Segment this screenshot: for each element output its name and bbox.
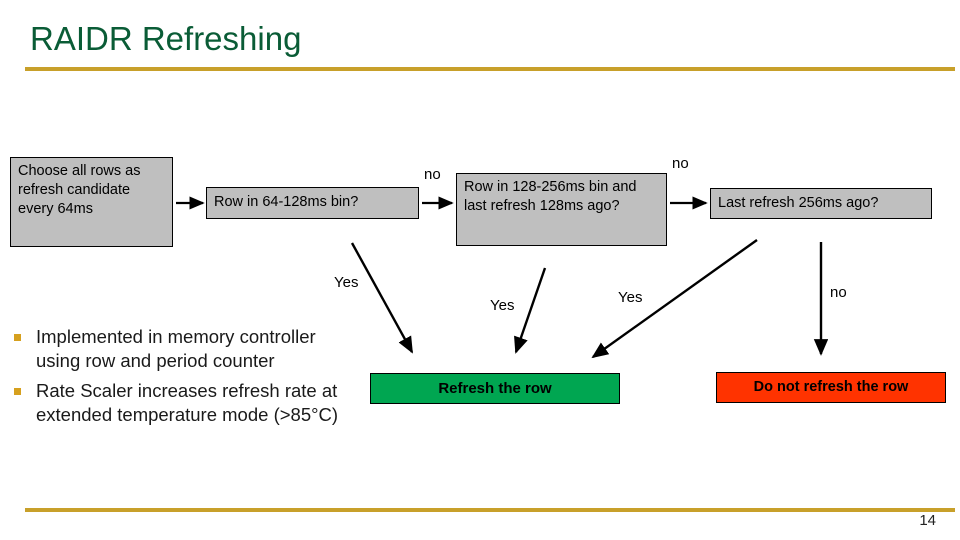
bullet-list: Implemented in memory controller using r… [14, 325, 344, 433]
flowbox-choose-all-rows: Choose all rows as refresh candidate eve… [10, 157, 173, 247]
list-item-label: Implemented in memory controller using r… [36, 326, 316, 372]
list-item: Rate Scaler increases refresh rate at ex… [14, 379, 344, 427]
arrow-bin64-yes-to-refresh [350, 242, 414, 354]
edge-label-no-last256: no [830, 284, 847, 301]
page-number: 14 [919, 512, 936, 529]
flowbox-do-not-refresh-the-row: Do not refresh the row [716, 372, 946, 403]
arrow-bin128-yes-to-refresh [514, 267, 547, 354]
footer-divider-rule [25, 508, 955, 512]
page-title: RAIDR Refreshing [30, 20, 302, 57]
edge-label-no-bin64: no [424, 166, 441, 183]
square-bullet-icon [14, 388, 21, 396]
flowbox-row-in-128-256ms-bin: Row in 128-256ms bin and last refresh 12… [456, 173, 667, 246]
flowbox-row-in-64-128ms-bin: Row in 64-128ms bin? [206, 187, 419, 219]
edge-label-yes-last256: Yes [618, 289, 643, 306]
flowbox-last-refresh-256ms-ago: Last refresh 256ms ago? [710, 188, 932, 219]
title-divider-rule [25, 67, 955, 71]
list-item: Implemented in memory controller using r… [14, 325, 344, 373]
list-item-label: Rate Scaler increases refresh rate at ex… [36, 380, 339, 426]
edge-label-yes-bin128: Yes [490, 297, 515, 314]
edge-label-no-bin128: no [672, 155, 689, 172]
edge-label-yes-bin64: Yes [334, 274, 359, 291]
square-bullet-icon [14, 334, 21, 341]
flowbox-refresh-the-row: Refresh the row [370, 373, 620, 404]
